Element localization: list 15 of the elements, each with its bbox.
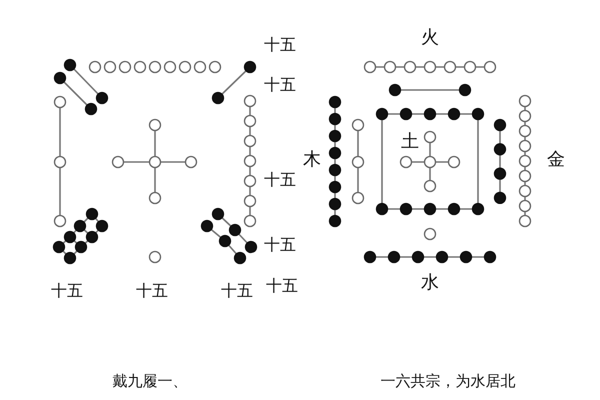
number-label: 十五 [221,282,253,300]
caption-text: 一六共宗，为水居北 [380,372,516,390]
element-label: 木 [303,150,321,170]
number-label: 十五 [51,282,83,300]
number-label: 十五 [264,171,296,189]
element-label: 金 [547,150,565,170]
number-label: 十五 [264,76,296,94]
element-label: 水 [421,273,439,293]
number-label: 十五 [264,36,296,54]
element-label: 火 [421,28,439,48]
number-label: 十五 [136,282,168,300]
number-label: 十五 [266,277,298,295]
number-label: 十五 [264,236,296,254]
element-label: 土 [401,132,419,152]
caption-text: 戴九履一、 [112,372,188,390]
